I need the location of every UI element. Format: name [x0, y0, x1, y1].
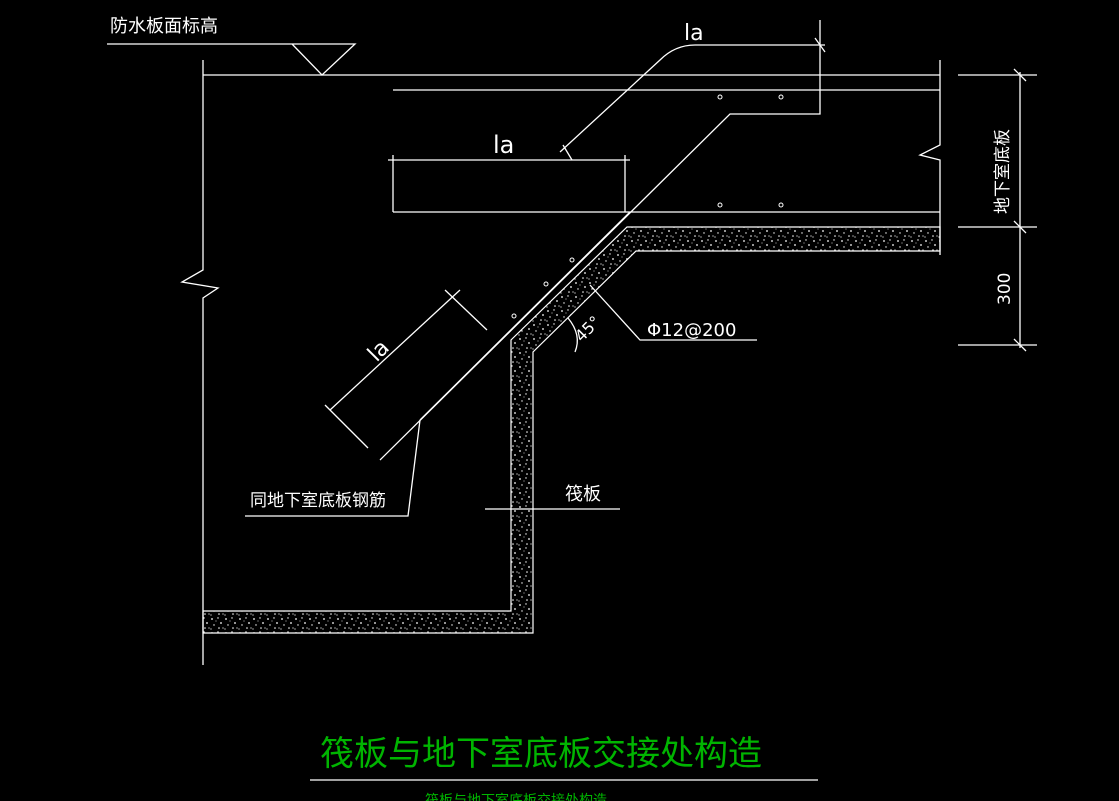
la-dim-diag-ext2 — [444, 289, 488, 331]
rebar-spec-label: Φ12@200 — [647, 320, 736, 341]
rebar-dot — [717, 94, 723, 100]
la-label-top: la — [684, 21, 704, 46]
labels: 防水板面标高 la la la 地下室底板 300 Φ12@200 45° 同地… — [110, 16, 1015, 511]
rebar-dot — [569, 257, 575, 263]
la-label-mid: la — [493, 131, 514, 159]
left-wall-line — [180, 60, 220, 665]
dim-300-label: 300 — [995, 273, 1015, 305]
rebar-spec-leader — [589, 284, 757, 341]
drawing-subtitle: 筏板与地下室底板交接处构造 — [425, 792, 607, 801]
la-dim-top — [559, 44, 825, 153]
same-rebar-note-label: 同地下室底板钢筋 — [250, 491, 386, 511]
rebar-dot — [511, 313, 517, 319]
title-block: 筏板与地下室底板交接处构造 筏板与地下室底板交接处构造 — [310, 734, 818, 801]
drawing-title: 筏板与地下室底板交接处构造 — [320, 734, 762, 774]
angle-arc — [567, 317, 578, 353]
waterproof-elevation-label: 防水板面标高 — [110, 16, 218, 37]
dim-tick-2 — [1013, 220, 1027, 234]
angle-label: 45° — [571, 312, 604, 345]
basement-slab-label: 地下室底板 — [993, 129, 1013, 214]
rebar-dot — [778, 94, 784, 100]
same-rebar-leader — [245, 419, 421, 517]
rebar-dot — [543, 281, 549, 287]
rebar-dot — [778, 202, 784, 208]
la-label-diag: la — [363, 335, 395, 367]
bottom-concrete-strip — [202, 226, 941, 634]
raft-label: 筏板 — [565, 484, 601, 505]
dim-tick-3 — [1013, 338, 1027, 352]
rebar-dots — [511, 94, 784, 319]
la-dim-diag — [329, 289, 461, 411]
la-dim-diag-ext1 — [324, 404, 369, 449]
inner-diagonal-rebar — [419, 211, 631, 421]
rebar-dot — [717, 202, 723, 208]
concrete-layers — [202, 226, 941, 634]
dim-tick-1 — [1013, 68, 1027, 82]
la-dim-top-tick — [814, 37, 826, 53]
structure-lines — [107, 20, 1037, 665]
right-break-line — [918, 60, 941, 255]
la-dim-top-tick2 — [562, 144, 573, 161]
elevation-marker — [107, 43, 357, 76]
